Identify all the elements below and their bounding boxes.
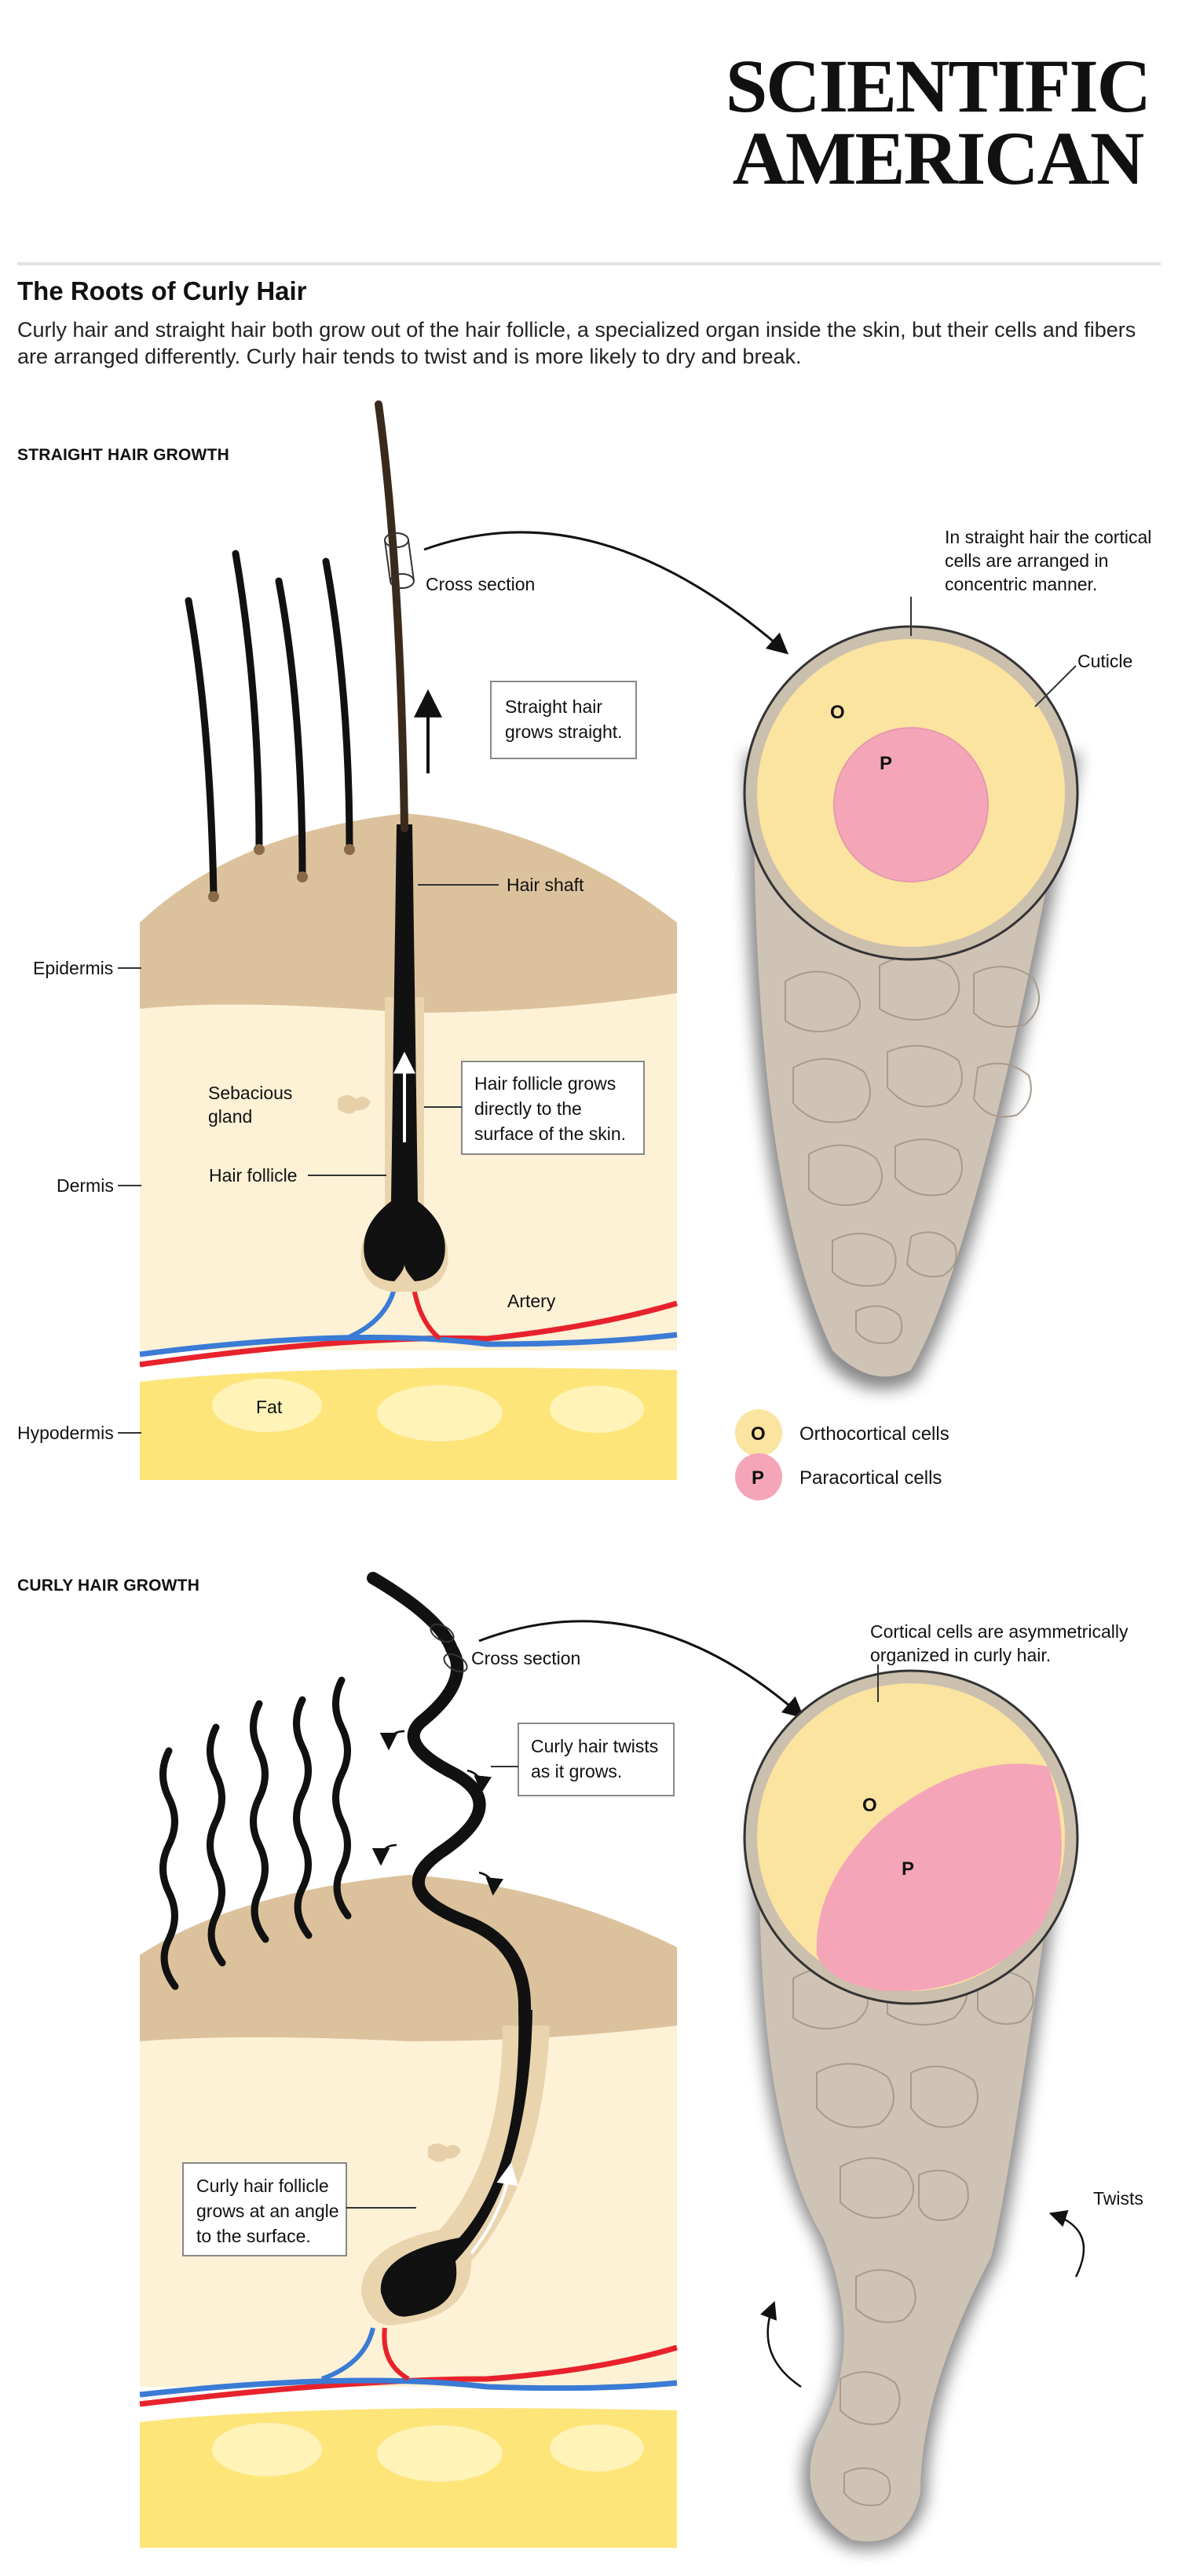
straight-cortical-note-line-2: cells are arranged in [945,550,1108,571]
curly-cross-section: O P [743,1669,1079,2550]
curly-long-hair [367,1572,532,2016]
straight-o-mark: O [830,702,845,723]
brand-line-2: AMERICAN [732,116,1145,201]
artery [139,1300,678,1368]
curly-follicle-line-1: Curly hair follicle [196,2176,329,2196]
legend-para-mark: P [752,1467,764,1489]
sebaceous-gland-shape [338,1095,371,1114]
curly-surface-hairs [159,1676,352,1990]
straight-cross-section-arrow [423,531,789,655]
curly-follicle-box [182,2162,347,2256]
curly-fiber-body [759,1806,1062,2541]
artery [139,2344,678,2407]
fat-label: Fat [256,1397,283,1417]
curly-cross-section-marker [430,1623,468,1673]
curly-cortical-note-line-1: Cortical cells are asymmetrically [870,1621,1129,1642]
fat-lobule [377,1385,503,1441]
curly-cross-section-arrow [478,1620,805,1719]
straight-grows-line-1: Straight hair [505,696,602,717]
curly-cortical-note-line-2: organized in curly hair. [870,1645,1051,1665]
fat-lobule [377,2425,503,2482]
legend-para-swatch [735,1453,782,1500]
brand-logo: SCIENTIFIC AMERICAN [725,44,1151,201]
curly-twists-line-1: Curly hair twists [531,1736,658,1756]
vein [139,1332,678,1357]
straight-p-mark: P [880,753,892,774]
straight-follicle-line-3: surface of the skin. [474,1124,626,1144]
brand-line-1: SCIENTIFIC [725,44,1151,128]
fat-lobule [550,2424,644,2472]
curly-para-region [816,1763,1062,1992]
intro-text: Curly hair and straight hair both grow o… [17,318,1136,368]
curly-p-mark: P [902,1858,914,1880]
follicle-artery-branch [382,2327,410,2381]
fat-lobule [212,2423,322,2476]
hair-roots [208,844,355,902]
twist-arrow-left [760,2300,802,2388]
hair-follicle-label: Hair follicle [209,1165,297,1186]
sebaceous-label-line-1: Sebacious [208,1083,292,1103]
twists-label: Twists [1093,2188,1143,2209]
cuticle-label: Cuticle [1077,651,1132,671]
curly-twists-box [518,1723,675,1796]
curly-epidermis [140,1875,677,2041]
cell-texture [792,1960,1034,2506]
curly-follicle-line-3: to the surface. [196,2226,311,2246]
straight-follicle-line-2: directly to the [474,1098,582,1119]
curly-twists-line-2: as it grows. [531,1761,622,1781]
curly-o-mark: O [862,1795,877,1816]
follicle-vein-branch [320,2327,375,2381]
straight-long-hair [375,400,408,832]
straight-cross-section-label: Cross section [426,574,535,594]
straight-follicle-line-1: Hair follicle grows [474,1073,616,1094]
curly-section-label: CURLY HAIR GROWTH [17,1577,200,1595]
straight-cortical-note-line-3: concentric manner. [945,574,1097,594]
hair-shaft-label: Hair shaft [507,875,584,895]
dermis-label: Dermis [57,1175,114,1196]
twist-arrow-right [1048,2210,1085,2278]
curly-cross-section-label: Cross section [471,1648,580,1668]
curly-follicle-line-2: grows at an angle [196,2201,339,2221]
legend-ortho-mark: O [751,1423,766,1445]
straight-grows-line-2: grows straight. [505,722,623,742]
legend: O Orthocortical cells P Paracortical cel… [735,1409,949,1500]
straight-surface-hairs [185,400,408,899]
hypodermis-label: Hypodermis [17,1423,114,1443]
curly-dermis [140,2026,677,2387]
straight-cortical-note-line-1: In straight hair the cortical [945,527,1151,547]
sebaceous-label-line-2: gland [208,1106,252,1127]
page-title: The Roots of Curly Hair [17,276,307,305]
straight-cross-section-marker [384,532,415,589]
legend-para-label: Paracortical cells [799,1467,942,1489]
sebaceous-gland-shape [428,2143,461,2162]
twist-arrows [371,1730,503,1896]
curly-skin-block [139,1875,678,2548]
curly-follicle-sheath [361,2026,550,2326]
straight-section-label: STRAIGHT HAIR GROWTH [17,446,229,464]
legend-ortho-swatch [735,1409,782,1456]
vein [139,2377,678,2398]
legend-ortho-label: Orthocortical cells [799,1423,949,1445]
fat-lobule [550,1386,644,1433]
straight-cross-section: O P [743,625,1080,1390]
straight-para-region [833,727,989,882]
cell-texture [785,955,1040,1344]
fat-lobule [212,1379,322,1432]
epidermis-label: Epidermis [33,958,113,978]
straight-grows-box [490,681,637,759]
curly-follicle-arrow [470,2162,519,2255]
artery-label: Artery [507,1291,556,1311]
header-divider [17,262,1161,265]
